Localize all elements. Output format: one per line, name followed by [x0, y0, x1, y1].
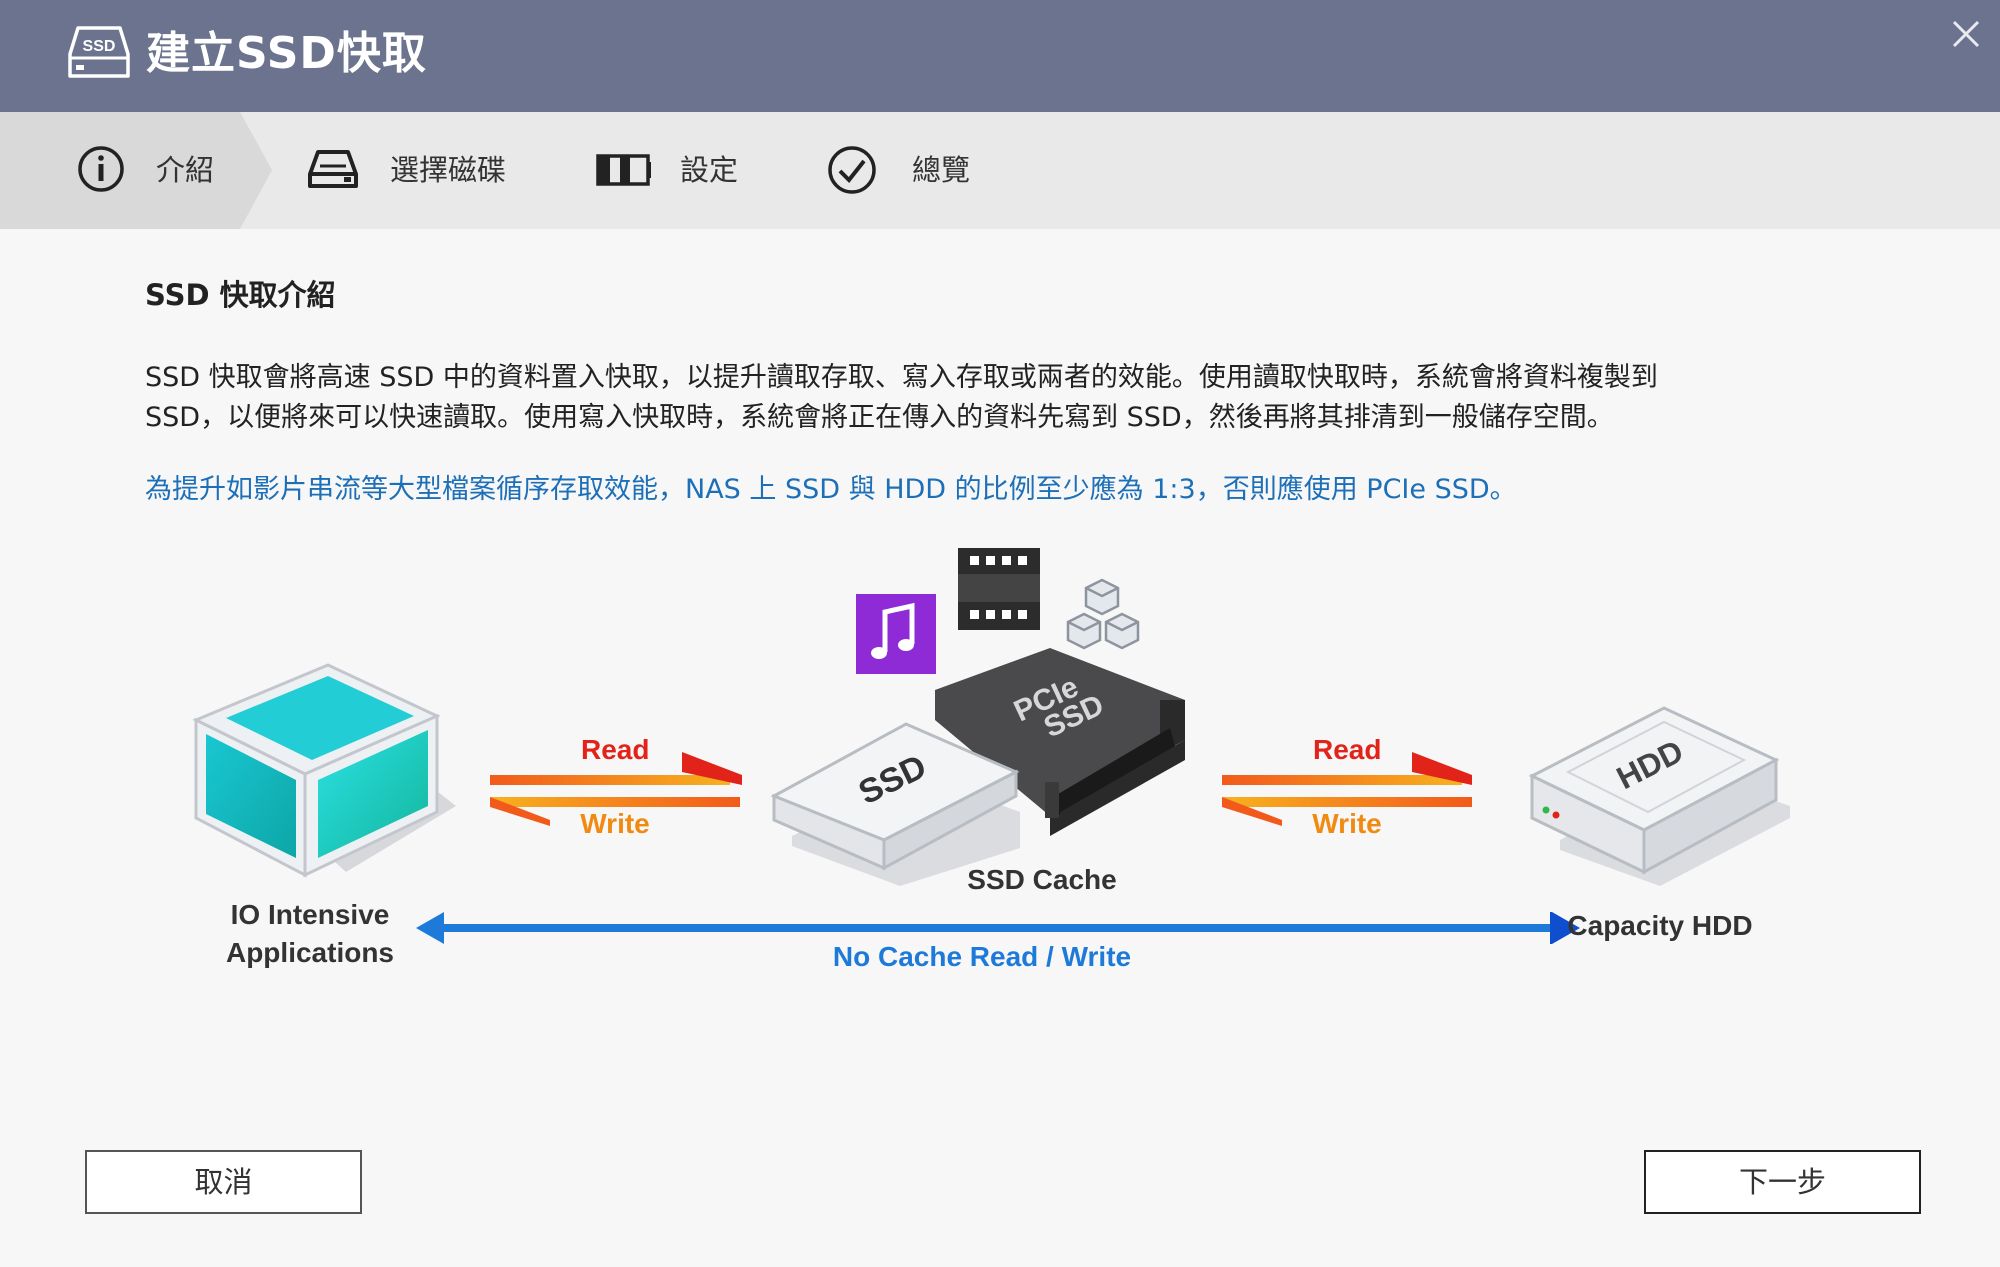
pcie-text-line1: PCIe [1009, 670, 1083, 728]
step-intro-label: 介紹 [156, 153, 215, 187]
hdd-drive-text: HDD [1611, 733, 1689, 797]
ssd-drive-icon: SSD [770, 722, 1020, 886]
active-step-highlight [0, 112, 272, 229]
disk-drive-icon [308, 150, 358, 188]
description-paragraph: SSD 快取會將高速 SSD 中的資料置入快取，以提升讀取存取、寫入存取或兩者的… [145, 358, 1825, 438]
info-circle-icon [78, 146, 124, 192]
description-line: SSD，以便將來可以快速讀取。使用寫入快取時，系統會將正在傳入的資料先寫到 SS… [145, 402, 1614, 433]
step-settings[interactable]: 設定 [590, 112, 780, 229]
music-note-icon [856, 594, 936, 674]
svg-text:SSD: SSD [83, 38, 116, 55]
ssd-drive-text: SSD [853, 747, 933, 812]
no-cache-label: No Cache Read / Write [832, 941, 1132, 972]
close-icon[interactable] [1946, 14, 1986, 54]
video-film-icon [958, 548, 1040, 630]
ssd-icon: SSD [68, 26, 130, 78]
hdd-drive-icon: HDD [1528, 706, 1790, 886]
wizard-steps: 介紹 選擇磁碟 設定 總覽 [0, 112, 2000, 229]
next-button[interactable]: 下一步 [1644, 1150, 1921, 1214]
left-write-label: Write [580, 808, 650, 839]
check-circle-icon [828, 146, 876, 194]
step-select-disk[interactable]: 選擇磁碟 [300, 112, 530, 229]
step-summary-label: 總覽 [912, 153, 971, 187]
ssd-cache-label: SSD Cache [967, 864, 1117, 895]
description-line: SSD 快取會將高速 SSD 中的資料置入快取，以提升讀取存取、寫入存取或兩者的… [145, 362, 1658, 393]
ratio-note: 為提升如影片串流等大型檔案循序存取效能，NAS 上 SSD 與 HDD 的比例至… [145, 474, 1517, 505]
title-bar: SSD 建立SSD快取 [0, 0, 2000, 112]
data-blocks-icon [1066, 578, 1140, 650]
step-intro[interactable]: 介紹 [0, 112, 270, 229]
io-apps-label: IO Intensive Applications [200, 896, 420, 972]
window-title: 建立SSD快取 [146, 28, 427, 79]
capacity-hdd-label: Capacity HDD [1567, 910, 1753, 941]
cancel-button[interactable]: 取消 [85, 1150, 362, 1214]
settings-bar-icon [596, 154, 651, 186]
no-cache-arrow [416, 912, 1580, 944]
right-read-label: Read [1313, 734, 1382, 765]
step-summary[interactable]: 總覽 [826, 112, 1006, 229]
section-title: SSD 快取介紹 [145, 278, 336, 312]
pcie-text-line2: SSD [1039, 688, 1109, 744]
io-apps-label-line1: IO Intensive [230, 899, 390, 930]
step-select-disk-label: 選擇磁碟 [390, 153, 507, 187]
right-write-label: Write [1312, 808, 1382, 839]
io-apps-label-line2: Applications [225, 937, 394, 968]
step-settings-label: 設定 [680, 153, 739, 187]
application-cube-icon [192, 663, 456, 878]
left-read-label: Read [581, 734, 650, 765]
pcie-ssd-icon: PCIe SSD [935, 648, 1185, 836]
